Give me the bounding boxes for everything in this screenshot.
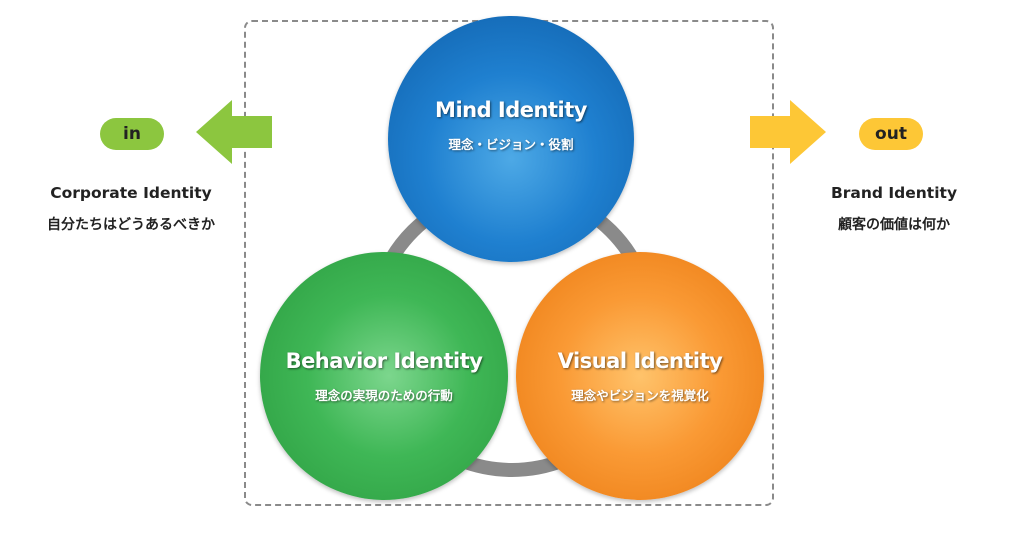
visual-identity-circle: Visual Identity 理念やビジョンを視覚化 — [516, 252, 764, 500]
out-badge-label: out — [875, 124, 907, 144]
behavior-identity-circle: Behavior Identity 理念の実現のための行動 — [260, 252, 508, 500]
mind-identity-circle: Mind Identity 理念・ビジョン・役割 — [388, 16, 634, 262]
mind-identity-subtitle: 理念・ビジョン・役割 — [448, 136, 574, 152]
in-badge: in — [100, 118, 164, 150]
behavior-identity-subtitle: 理念の実現のための行動 — [315, 387, 453, 403]
arrow-right-icon — [750, 100, 826, 164]
in-badge-label: in — [123, 124, 141, 144]
brand-identity-label: Brand Identity 顧客の価値は何か — [785, 184, 1003, 234]
arrow-left-icon — [196, 100, 272, 164]
brand-identity-subtitle: 顧客の価値は何か — [838, 217, 950, 233]
brand-identity-title: Brand Identity — [830, 184, 958, 202]
corporate-identity-subtitle: 自分たちはどうあるべきか — [47, 217, 215, 233]
visual-identity-title: Visual Identity — [557, 348, 723, 373]
corporate-identity-label: Corporate Identity 自分たちはどうあるべきか — [22, 184, 240, 234]
visual-identity-subtitle: 理念やビジョンを視覚化 — [571, 387, 709, 403]
mind-identity-title: Mind Identity — [435, 97, 587, 122]
corporate-identity-title: Corporate Identity — [50, 184, 212, 202]
behavior-identity-title: Behavior Identity — [285, 348, 483, 373]
out-badge: out — [859, 118, 923, 150]
